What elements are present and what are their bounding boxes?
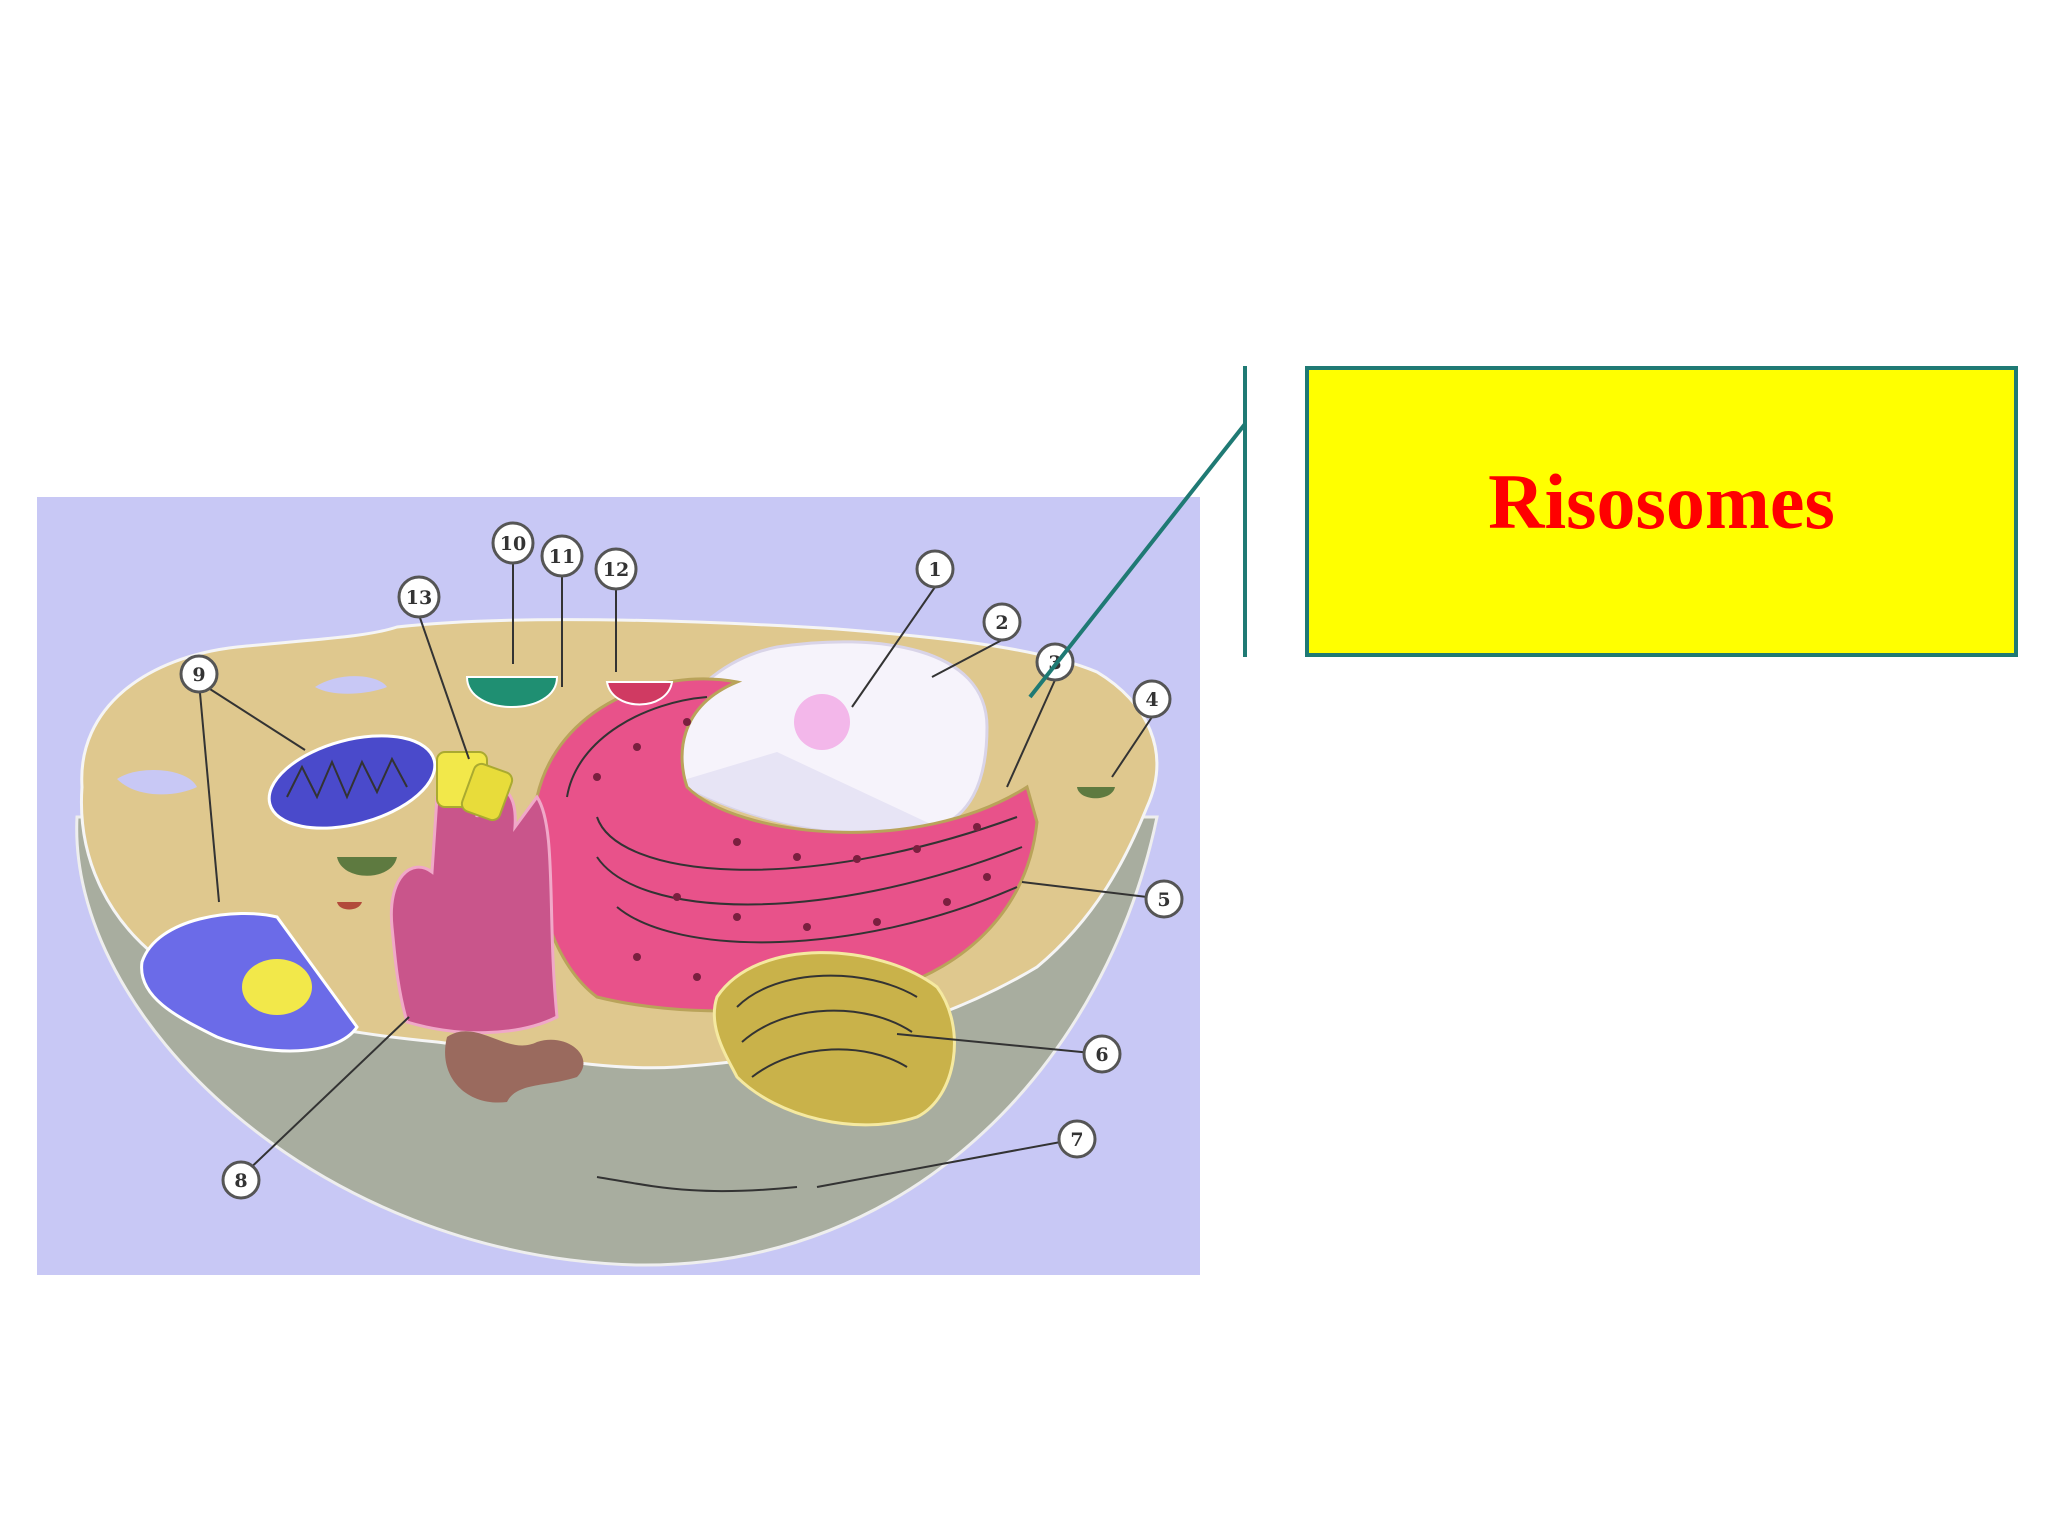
mitochondrion: [267, 734, 437, 830]
leader-line: [198, 681, 306, 751]
svg-text:10: 10: [500, 533, 526, 555]
svg-text:2: 2: [995, 612, 1008, 634]
svg-text:1: 1: [928, 559, 941, 581]
leader-line: [816, 1138, 1078, 1188]
svg-text:9: 9: [192, 664, 205, 686]
cytoplasm-notch: [117, 769, 197, 795]
nucleolus: [794, 694, 850, 750]
svg-text:11: 11: [549, 546, 575, 568]
mitochondrion-cristae: [286, 756, 408, 800]
smooth-er-base: [445, 1031, 584, 1103]
svg-text:6: 6: [1095, 1044, 1108, 1066]
microfilament: [596, 1176, 798, 1193]
svg-text:12: 12: [603, 559, 629, 581]
golgi-apparatus: [712, 951, 956, 1127]
leader-line: [1111, 716, 1153, 778]
svg-text:8: 8: [234, 1170, 247, 1192]
cell-diagram-panel: 1 2 3 4 5 6 7 8 9 10 11 12 13: [37, 497, 1200, 1275]
smooth-er: [389, 784, 559, 1035]
er-fold: [596, 816, 1018, 871]
leader-line: [931, 639, 1003, 678]
svg-text:7: 7: [1070, 1129, 1083, 1151]
cell-diagram: 1 2 3 4 5 6 7 8 9 10 11 12 13: [75, 521, 1184, 1267]
marker-7: 7: [1057, 1119, 1097, 1159]
leader-line: [1021, 881, 1165, 900]
golgi-fold: [751, 1048, 908, 1078]
marker-5: 5: [1144, 879, 1184, 919]
cylinder-organelle-core: [242, 959, 312, 1015]
leader-line: [851, 586, 936, 708]
rough-er: [533, 677, 1039, 1013]
label-text: Risosomes: [1488, 457, 1835, 545]
marker-6: 6: [1082, 1034, 1122, 1074]
vesicle-green: [465, 676, 559, 708]
marker-13: 13: [397, 575, 441, 619]
svg-text:4: 4: [1145, 689, 1158, 711]
nucleus-cut: [677, 752, 937, 833]
leader-line: [240, 1016, 410, 1178]
svg-text:3: 3: [1048, 652, 1061, 674]
label-box: Risosomes: [1305, 366, 2018, 657]
golgi-fold: [736, 974, 918, 1008]
marker-12: 12: [594, 547, 638, 591]
svg-text:5: 5: [1157, 889, 1170, 911]
leader-line: [418, 614, 470, 760]
marker-2: 2: [982, 602, 1022, 642]
golgi-fold: [741, 1009, 913, 1043]
svg-text:13: 13: [406, 587, 432, 609]
vesicle-small: [1077, 787, 1115, 799]
vesicle-red: [605, 681, 674, 706]
marker-3: 3: [1035, 642, 1075, 682]
marker-10: 10: [491, 521, 535, 565]
marker-11: 11: [540, 534, 584, 578]
er-fold: [616, 886, 1018, 944]
marker-8: 8: [221, 1160, 261, 1200]
er-fold: [596, 846, 1023, 906]
leader-line: [198, 681, 220, 903]
marker-1: 1: [915, 549, 955, 589]
leader-line: [896, 1033, 1103, 1055]
centriole: [436, 751, 514, 822]
marker-4: 4: [1132, 679, 1172, 719]
vesicle-small: [337, 857, 397, 876]
er-fold: [566, 696, 708, 798]
marker-9: 9: [179, 654, 219, 694]
vesicle-small: [337, 902, 362, 910]
cytoplasm-notch: [315, 676, 387, 694]
